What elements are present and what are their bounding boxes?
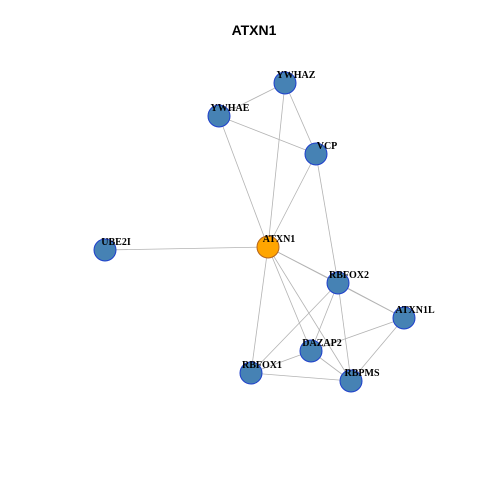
node-dazap2: DAZAP2 <box>299 338 342 363</box>
edge-rbfox2-dazap2 <box>310 282 339 352</box>
edge-rbfox2-rbpms <box>337 282 352 382</box>
edge-ywhaz-atxn1 <box>267 82 286 248</box>
edge-ywhaz-ywhae <box>218 82 286 117</box>
node-rbfox2: RBFOX2 <box>326 270 369 295</box>
node-circle-rbfox2 <box>326 271 350 295</box>
edge-ywhaz-vcp <box>284 82 317 155</box>
edge-atxn1-dazap2 <box>267 246 312 352</box>
node-label-atxn1: ATXN1 <box>263 234 296 245</box>
node-label-dazap2: DAZAP2 <box>302 338 341 349</box>
edge-vcp-atxn1 <box>267 153 317 248</box>
edge-ywhae-atxn1 <box>218 115 269 248</box>
edge-vcp-rbfox2 <box>315 153 339 284</box>
edge-rbfox2-atxn1l <box>337 282 405 319</box>
node-rbpms: RBPMS <box>339 368 380 393</box>
node-vcp: VCP <box>304 141 338 166</box>
edge-atxn1-rbfox1 <box>250 246 269 374</box>
node-label-atxn1l: ATXN1L <box>395 305 435 316</box>
node-circle-atxn1 <box>256 235 280 259</box>
node-circle-rbpms <box>339 369 363 393</box>
node-label-ywhae: YWHAE <box>211 103 250 114</box>
node-ywhaz: YWHAZ <box>273 70 316 95</box>
node-atxn1l: ATXN1L <box>392 305 435 330</box>
node-circle-dazap2 <box>299 339 323 363</box>
edge-ywhae-vcp <box>218 115 317 155</box>
edge-rbfox2-rbfox1 <box>250 282 339 374</box>
node-rbfox1: RBFOX1 <box>239 360 282 385</box>
edge-ube2i-atxn1 <box>104 246 269 251</box>
edge-rbfox1-rbpms <box>250 372 352 382</box>
edge-atxn1l-rbpms <box>350 317 405 382</box>
node-circle-rbfox1 <box>239 361 263 385</box>
node-circle-vcp <box>304 142 328 166</box>
graph-title: ATXN1 <box>232 22 277 38</box>
node-label-rbfox1: RBFOX1 <box>242 360 282 371</box>
node-circle-ube2i <box>93 238 117 262</box>
node-label-rbpms: RBPMS <box>345 368 380 379</box>
edge-atxn1-rbpms <box>267 246 352 382</box>
node-circle-ywhaz <box>273 71 297 95</box>
node-ube2i: UBE2I <box>93 237 131 262</box>
node-label-rbfox2: RBFOX2 <box>329 270 369 281</box>
node-atxn1: ATXN1 <box>256 234 296 259</box>
node-circle-atxn1l <box>392 306 416 330</box>
node-circle-ywhae <box>207 104 231 128</box>
edges-layer <box>104 82 405 382</box>
edge-atxn1l-dazap2 <box>310 317 405 352</box>
node-label-ube2i: UBE2I <box>101 237 131 248</box>
node-label-vcp: VCP <box>317 141 338 152</box>
node-ywhae: YWHAE <box>207 103 250 128</box>
node-label-ywhaz: YWHAZ <box>277 70 316 81</box>
